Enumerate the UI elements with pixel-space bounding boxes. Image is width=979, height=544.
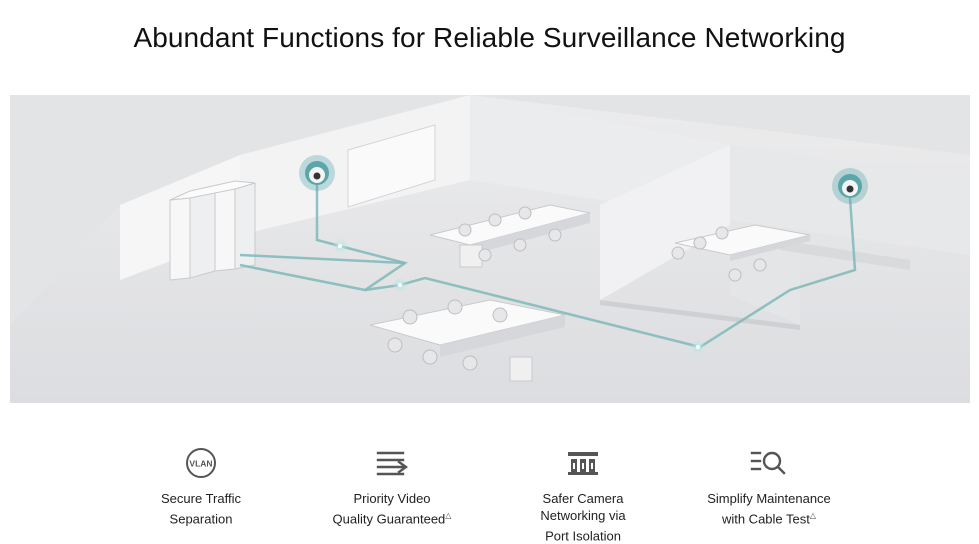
feature-list: VLAN Secure Traffic Separation Priority … <box>0 446 979 543</box>
office-illustration <box>10 95 970 403</box>
feature-item: Safer Camera Networking via Port Isolati… <box>503 446 663 544</box>
camera-right <box>832 168 868 204</box>
feature-item: VLAN Secure Traffic Separation <box>121 446 281 527</box>
priority-arrows-icon <box>312 446 472 480</box>
feature-label: Simplify Maintenance with Cable Test△ <box>707 491 831 527</box>
office-floorplan-graphic <box>10 95 970 403</box>
desk-cluster-back <box>429 204 591 268</box>
port-isolation-icon <box>503 446 663 480</box>
cable-test-icon <box>689 446 849 480</box>
feature-label: Secure Traffic Separation <box>161 491 241 527</box>
desk-cluster-front <box>369 299 566 382</box>
feature-label: Priority Video Quality Guaranteed△ <box>332 491 452 527</box>
feature-item: Priority Video Quality Guaranteed△ <box>312 446 472 527</box>
network-cables <box>239 173 857 349</box>
svg-text:VLAN: VLAN <box>189 459 212 469</box>
camera-left <box>299 155 335 191</box>
page-title: Abundant Functions for Reliable Surveill… <box>133 22 846 53</box>
vlan-icon: VLAN <box>121 446 281 480</box>
feature-label: Safer Camera Networking via Port Isolati… <box>540 491 626 544</box>
cable-nodes <box>332 238 706 355</box>
server-racks <box>169 180 256 281</box>
meeting-table <box>671 224 811 282</box>
feature-item: Simplify Maintenance with Cable Test△ <box>689 446 849 527</box>
